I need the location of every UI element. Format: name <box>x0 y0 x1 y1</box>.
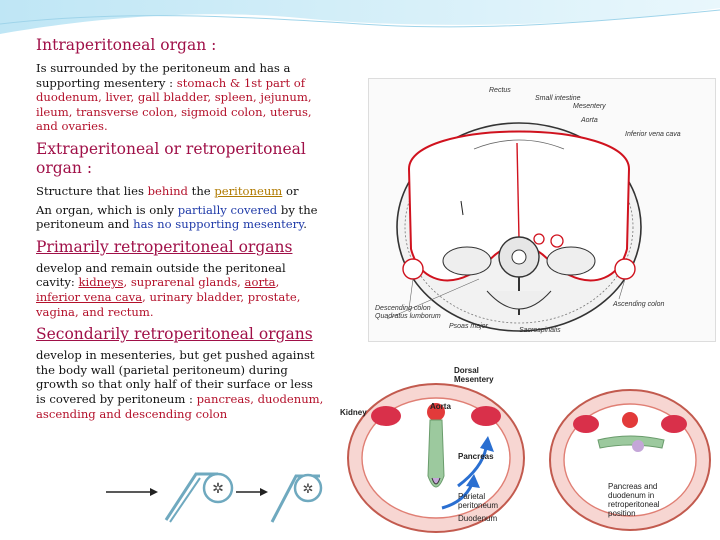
label-sacrospinalis: Sacrospinalis <box>519 327 561 334</box>
text-fragment: . <box>303 217 307 232</box>
partially-covered-term: partially covered <box>177 202 278 217</box>
text-fragment: , <box>275 275 280 290</box>
retroperitoneal-rotation-figure: Dorsal Mesentery Aorta Kidney Pancreas P… <box>340 356 716 536</box>
label-ascending-colon: Ascending colon <box>613 301 665 308</box>
extraperitoneal-line1: Structure that lies behind the peritoneu… <box>36 184 326 199</box>
svg-text:✲: ✲ <box>212 481 224 497</box>
secondary-retro-body: develop in mesenteries, but get pushed a… <box>36 348 326 421</box>
text-fragment: or <box>282 183 299 198</box>
text-column: Intraperitoneal organ : Is surrounded by… <box>36 36 326 421</box>
primary-retro-heading: Primarily retroperitoneal organs <box>36 237 293 256</box>
secondary-retro-heading: Secondarily retroperitoneal organs <box>36 325 313 344</box>
label-mesentery: Mesentery <box>573 103 606 110</box>
text-fragment: develop in mesenteries, but get pushed a… <box>36 348 315 406</box>
header-wave-decoration <box>0 0 720 34</box>
label-quadratus-lumborum: Quadratus lumborum <box>375 313 441 320</box>
label-descending-colon: Descending colon <box>375 305 431 312</box>
ivc-term: inferior vena cava <box>36 289 143 304</box>
label-retroperitoneal-position: Pancreas and duodenum in retroperitoneal… <box>608 482 660 518</box>
primary-retro-body: develop and remain outside the peritonea… <box>36 261 326 319</box>
text-fragment: An organ, which is only <box>36 202 178 217</box>
secondary-retro-examples: pancreas, duodenum, ascending and descen… <box>36 391 324 421</box>
text-fragment: by the peritoneum and <box>36 202 318 232</box>
intraperitoneal-examples: stomach & 1st part of duodenum, liver, g… <box>36 75 312 134</box>
label-small-intestine: Small intestine <box>535 95 581 102</box>
label-pancreas: Pancreas <box>458 452 494 461</box>
intraperitoneal-heading: Intraperitoneal organ : <box>36 36 217 54</box>
cross-section-figure: Rectus Small intestine Mesentery Aorta I… <box>368 78 716 342</box>
extraperitoneal-heading: Extraperitoneal or retroperitoneal organ… <box>36 139 306 177</box>
kidneys-term: kidneys <box>78 275 124 290</box>
text-fragment: Structure that lies <box>36 183 148 198</box>
no-mesentery-term: has no supporting mesentery <box>133 217 304 232</box>
rotation-drawing <box>347 383 711 533</box>
text-fragment: , urinary bladder, prostate, vagina, and… <box>36 289 301 319</box>
label-dorsal-mesentery: Dorsal Mesentery <box>454 366 494 384</box>
intraperitoneal-definition: Is surrounded by the peritoneum and has … <box>36 61 326 134</box>
aorta-term: aorta <box>244 275 276 290</box>
cross-section-drawing <box>386 122 642 332</box>
peritoneum-term: peritoneum <box>214 183 283 198</box>
text-fragment: develop and remain outside the peritonea… <box>36 260 286 290</box>
text-fragment: the <box>187 183 215 198</box>
label-rectus: Rectus <box>489 87 511 94</box>
mesentery-fusion-diagram: ✲ ✲ <box>106 472 323 523</box>
label-aorta: Aorta <box>581 117 598 124</box>
behind-term: behind <box>147 183 188 198</box>
label-duodenum: Duodenum <box>458 514 498 523</box>
label-parietal-peritoneum: Parietal peritoneum <box>458 492 499 510</box>
text-fragment: , suprarenal glands, <box>123 275 245 290</box>
svg-text:✲: ✲ <box>303 482 314 497</box>
extraperitoneal-line2: An organ, which is only partially covere… <box>36 203 326 232</box>
label-aorta-2: Aorta <box>430 402 451 411</box>
label-psoas-major: Psoas major <box>449 323 488 330</box>
label-inferior-vena-cava: Inferior vena cava <box>625 131 681 138</box>
label-kidney: Kidney <box>340 408 367 417</box>
intraperitoneal-body: Is surrounded by the peritoneum and has … <box>36 61 291 90</box>
